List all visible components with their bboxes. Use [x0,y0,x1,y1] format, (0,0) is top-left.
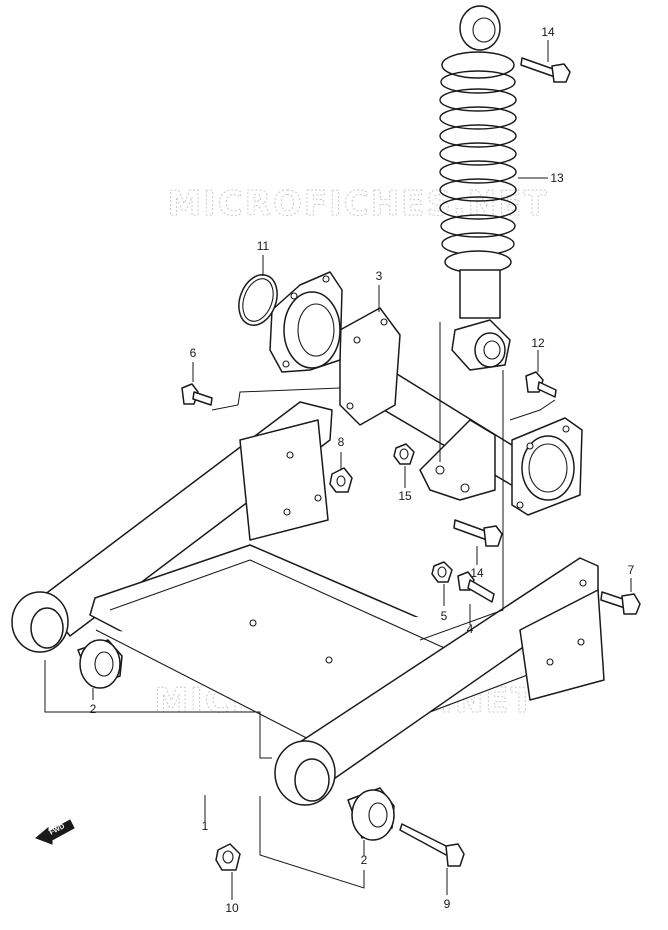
o-ring[interactable] [232,269,284,330]
callout-6: 6 [190,346,197,360]
bolt-14-top[interactable] [520,57,571,83]
callout-15: 15 [398,489,412,503]
bolt-6[interactable] [181,383,213,406]
callout-14-lower: 14 [470,566,484,580]
swingarm[interactable] [11,401,605,806]
leader-lines [44,40,632,900]
nut-15[interactable] [393,443,415,465]
callout-8: 8 [338,435,345,449]
bolt-4[interactable] [457,571,495,603]
callout-9: 9 [444,897,451,911]
callout-5: 5 [441,609,448,623]
axle-housing[interactable] [339,307,583,516]
callout-1: 1 [202,819,209,833]
callout-2-left: 2 [90,702,97,716]
shock-absorber[interactable] [439,5,517,371]
callout-14-top: 14 [541,25,555,39]
callout-13: 13 [550,171,564,185]
nut-10[interactable] [215,843,241,871]
bolt-12[interactable] [525,371,557,398]
watermark-top: MICROFICHES.NET [167,184,548,224]
hub-flange[interactable] [269,271,343,373]
bushing-right[interactable] [347,787,395,841]
bolt-7[interactable] [600,591,641,615]
callout-4: 4 [467,622,474,636]
callout-3: 3 [376,269,383,283]
bolt-14-lower[interactable] [453,519,503,547]
callout-7: 7 [628,563,635,577]
nut-8[interactable] [329,467,353,493]
callouts: 1 2 2 3 4 5 6 7 8 9 10 11 12 13 14 14 15 [90,25,635,915]
bushing-left[interactable] [77,639,123,689]
coil-spring [439,70,517,256]
nut-5[interactable] [431,561,453,583]
bolt-9[interactable] [399,823,465,867]
callout-10: 10 [225,901,239,915]
callout-11: 11 [257,239,270,253]
callout-2-right: 2 [361,853,368,867]
fwd-arrow: FWD [35,819,75,845]
callout-12: 12 [531,336,545,350]
